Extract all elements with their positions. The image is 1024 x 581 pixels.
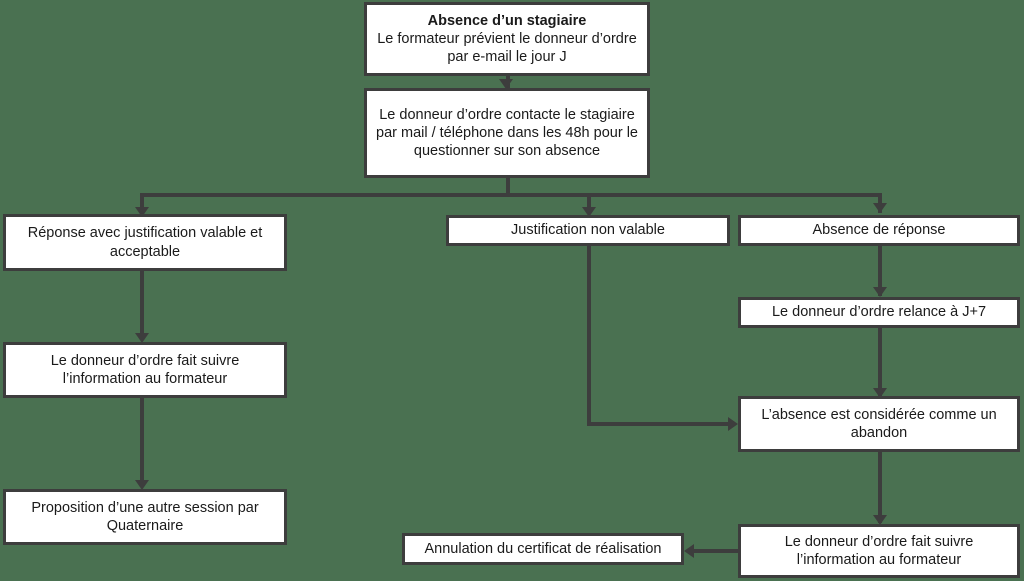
- arrowhead-bus-n3: [135, 207, 149, 217]
- connector-n4-n9-horizontal: [587, 422, 733, 426]
- connector-n4-n9-vertical: [587, 245, 591, 426]
- node-donneur-fait-suivre-formateur-left-text: Le donneur d’ordre fait suivre l’informa…: [50, 352, 240, 387]
- connector-n3-n6: [140, 270, 144, 340]
- node-donneur-fait-suivre-formateur-right[interactable]: Le donneur d’ordre fait suivre l’informa…: [738, 524, 1020, 578]
- node-donneur-fait-suivre-formateur-left[interactable]: Le donneur d’ordre fait suivre l’informa…: [3, 342, 287, 398]
- node-annulation-certificat-text: Annulation du certificat de réalisation: [424, 540, 662, 557]
- node-proposition-autre-session-text: Proposition d’une autre session par Quat…: [31, 499, 259, 534]
- node-annulation-certificat[interactable]: Annulation du certificat de réalisation: [402, 533, 684, 565]
- connector-n7-n9: [878, 328, 882, 396]
- arrowhead-bus-n5: [873, 203, 887, 213]
- connector-n2-bus: [506, 177, 510, 197]
- node-absence-consideree-abandon-text: L’absence est considérée comme un abando…: [761, 406, 997, 441]
- connector-n6-n8: [140, 397, 144, 487]
- node-reponse-justification-valable-text: Réponse avec justification valable et ac…: [27, 225, 263, 260]
- connector-n11-n10: [694, 549, 740, 553]
- connector-n5-n7: [878, 246, 882, 296]
- connector-bus-to-n4: [587, 193, 591, 213]
- node-donneur-contacte-stagiaire-text: Le donneur d’ordre contacte le stagiaire…: [376, 106, 638, 160]
- arrowhead-n3-n6: [135, 333, 149, 343]
- node-reponse-justification-valable[interactable]: Réponse avec justification valable et ac…: [3, 214, 287, 271]
- arrowhead-n7-n9: [873, 388, 887, 398]
- node-absence-de-reponse[interactable]: Absence de réponse: [738, 215, 1020, 246]
- connector-n9-n11: [878, 451, 882, 523]
- node-absence-consideree-abandon[interactable]: L’absence est considérée comme un abando…: [738, 396, 1020, 452]
- arrowhead-n1-n2: [499, 79, 513, 89]
- node-proposition-autre-session[interactable]: Proposition d’une autre session par Quat…: [3, 489, 287, 545]
- node-absence-stagiaire-title: Absence d’un stagiaire: [427, 12, 587, 29]
- arrowhead-bus-n4: [582, 207, 596, 217]
- arrowhead-n5-n7: [873, 287, 887, 297]
- node-donneur-fait-suivre-formateur-right-text: Le donneur d’ordre fait suivre l’informa…: [784, 533, 974, 568]
- node-donneur-relance-j7[interactable]: Le donneur d’ordre relance à J+7: [738, 297, 1020, 328]
- node-donneur-contacte-stagiaire[interactable]: Le donneur d’ordre contacte le stagiaire…: [364, 88, 650, 178]
- node-justification-non-valable[interactable]: Justification non valable: [446, 215, 730, 246]
- arrowhead-n11-n10: [684, 544, 694, 558]
- node-justification-non-valable-text: Justification non valable: [511, 222, 665, 239]
- connector-bus-to-n3: [140, 193, 144, 213]
- arrowhead-n4-n9: [728, 417, 738, 431]
- node-absence-stagiaire-text: Le formateur prévient le donneur d’ordre…: [377, 30, 637, 66]
- arrowhead-n9-n11: [873, 515, 887, 525]
- node-donneur-relance-j7-text: Le donneur d’ordre relance à J+7: [771, 304, 987, 321]
- connector-bus-horizontal: [140, 193, 882, 197]
- node-absence-de-reponse-text: Absence de réponse: [812, 222, 946, 239]
- arrowhead-n6-n8: [135, 480, 149, 490]
